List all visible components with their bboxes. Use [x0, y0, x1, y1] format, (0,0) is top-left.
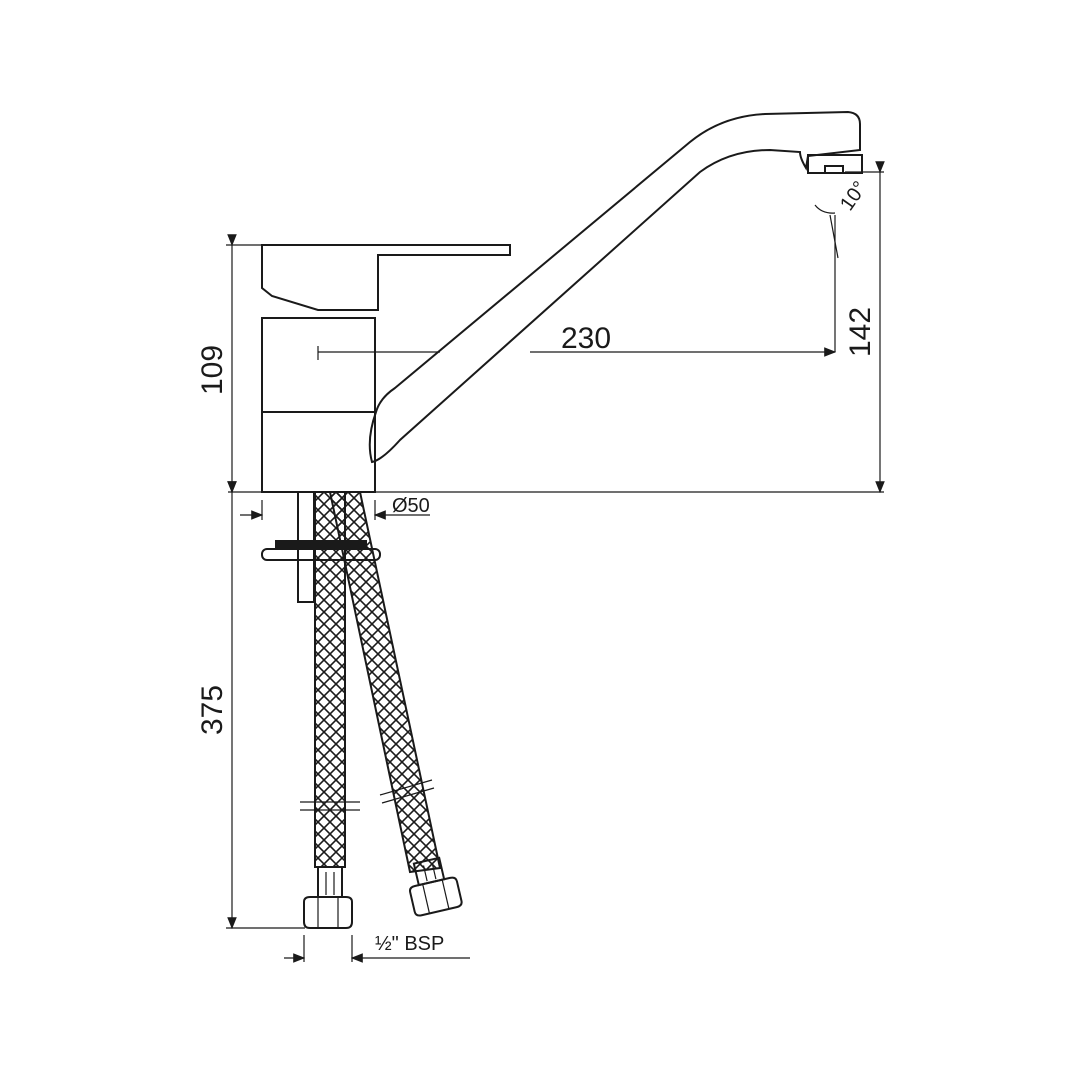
hose-right — [328, 491, 442, 874]
aerator-outlet — [824, 165, 844, 174]
faucet-body — [261, 317, 376, 493]
left-hex-nut — [303, 896, 353, 929]
right-fitting — [409, 856, 463, 917]
aerator — [807, 154, 863, 174]
dim-connection-size: ½" BSP — [375, 933, 444, 955]
spout — [368, 110, 861, 464]
dim-lever-height: 109 — [196, 345, 229, 395]
dim-spout-height: 142 — [844, 307, 877, 357]
dim-hose-length: 375 — [196, 685, 229, 735]
mounting-washer — [261, 548, 381, 561]
hose-left — [314, 491, 346, 868]
gasket — [275, 540, 367, 549]
dim-spout-reach: 230 — [561, 322, 611, 355]
lever-handle — [261, 244, 511, 311]
angle-arc — [814, 204, 836, 214]
dim-spout-angle: 10° — [836, 177, 871, 214]
dim-body-diameter: Ø50 — [392, 495, 430, 517]
left-fitting-neck — [317, 866, 343, 898]
